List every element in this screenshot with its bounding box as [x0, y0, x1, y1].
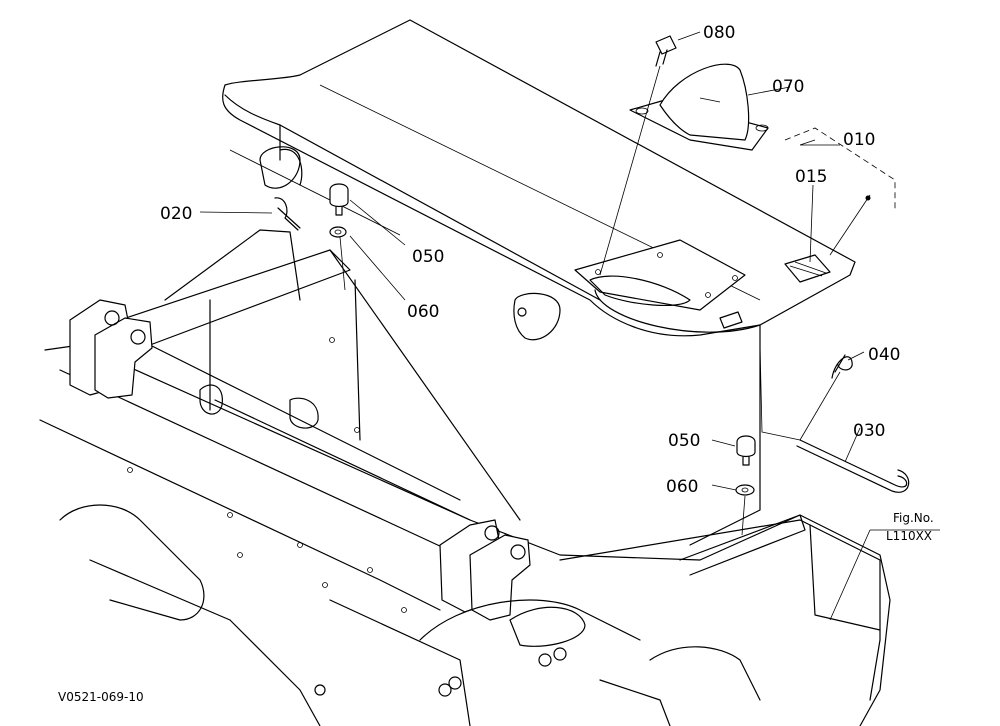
leader-lines [199, 31, 940, 621]
callout-070: 070 [772, 77, 804, 97]
rubber-bumper-050-top [329, 183, 349, 216]
rubber-bumper-050-right [736, 435, 756, 466]
callout-080: 080 [703, 23, 735, 43]
figure-number: L110XX [886, 529, 932, 543]
callout-labels: 080 070 010 015 020 050 060 040 030 050 … [58, 23, 934, 704]
bolt-080 [599, 35, 677, 276]
chassis-frame [39, 229, 891, 726]
nut-060-top [329, 226, 347, 291]
callout-060-top: 060 [407, 302, 439, 322]
cover-panel [222, 19, 856, 546]
callout-050-top: 050 [412, 247, 444, 267]
callout-010: 010 [843, 130, 875, 150]
callout-050-right: 050 [668, 431, 700, 451]
drawing-code: V0521-069-10 [58, 690, 144, 704]
nut-060-right [735, 484, 755, 536]
clip-040 [799, 354, 853, 441]
callout-015: 015 [795, 167, 827, 187]
figure-label: Fig.No. [893, 511, 934, 525]
pin-020 [274, 197, 301, 231]
callout-030: 030 [853, 421, 885, 441]
callout-040: 040 [868, 345, 900, 365]
dome-cover-070 [629, 63, 769, 151]
callout-020: 020 [160, 204, 192, 224]
support-rod-030 [759, 344, 910, 493]
callout-060-right: 060 [666, 477, 698, 497]
